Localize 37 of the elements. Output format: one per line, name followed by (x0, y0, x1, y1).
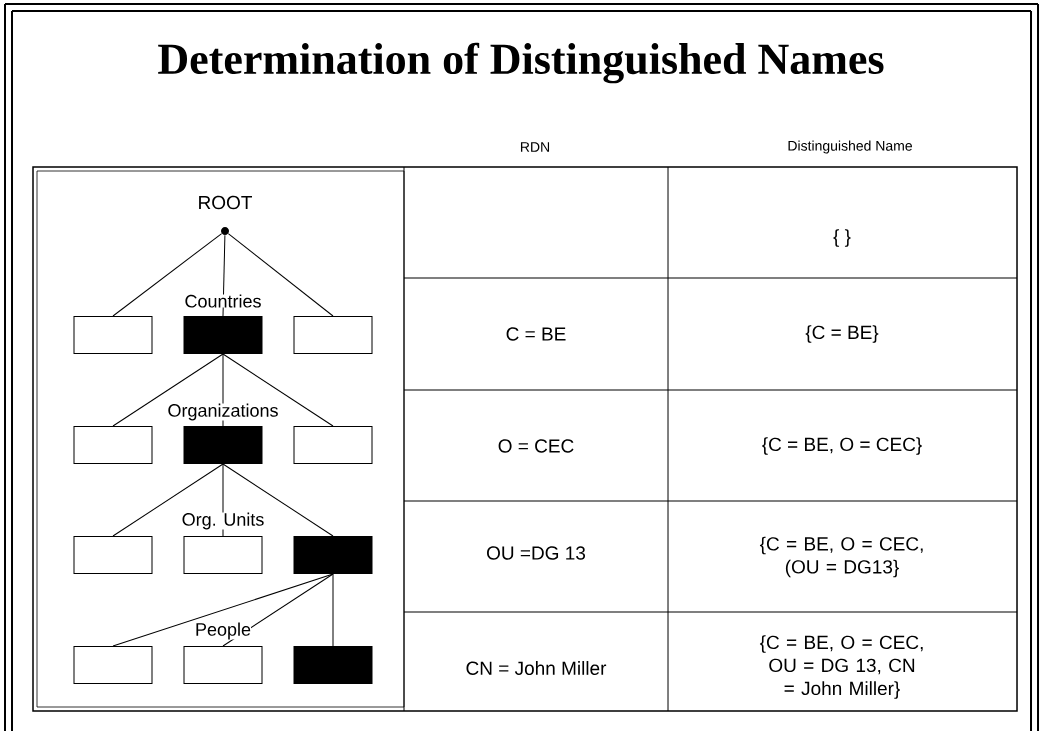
tree-line (222, 353, 334, 427)
entry-box (73, 536, 153, 574)
table-cell-text: {C = BE} (805, 325, 879, 343)
tree-line (332, 573, 334, 647)
entry-box (73, 426, 153, 464)
column-header: Distinguished Name (788, 140, 912, 154)
table-cell-text: CN = John Miller (466, 661, 607, 675)
selected-entry-box (183, 316, 263, 354)
entry-box (183, 536, 263, 574)
tree-line (112, 233, 223, 317)
entry-box (73, 646, 153, 684)
column-header: RDN (521, 142, 550, 152)
tree-line (112, 463, 224, 537)
selected-entry-box (293, 536, 373, 574)
tree-line (112, 573, 334, 647)
tree-line (112, 353, 224, 427)
tree-line (222, 463, 334, 537)
level-label: Organizations (167, 403, 279, 421)
selected-entry-box (183, 426, 263, 464)
table-cell-text: {C = BE, O = CEC, OU = DG 13, CN = John Miller} (759, 635, 923, 699)
level-label: Org. Units (181, 512, 265, 530)
entry-box (73, 316, 153, 354)
table-cell-text: {C = BE, O = CEC, (OU = DG13} (759, 536, 923, 578)
entry-box (183, 646, 263, 684)
table-cell-text: {C = BE, O = CEC} (762, 437, 922, 455)
selected-entry-box (293, 646, 373, 684)
root-label: ROOT (199, 195, 252, 210)
entry-box (293, 316, 373, 354)
entry-box (293, 426, 373, 464)
table-cell-text: { } (833, 229, 851, 247)
table-cell-text: C = BE (506, 327, 566, 341)
level-label: People (195, 622, 252, 640)
tree-line (227, 233, 334, 317)
level-label: Countries (184, 294, 262, 308)
title: Determination of Distinguished Names (158, 42, 884, 84)
table-cell-text: O = CEC (498, 439, 574, 453)
table-cell-text: OU =DG 13 (487, 546, 586, 560)
